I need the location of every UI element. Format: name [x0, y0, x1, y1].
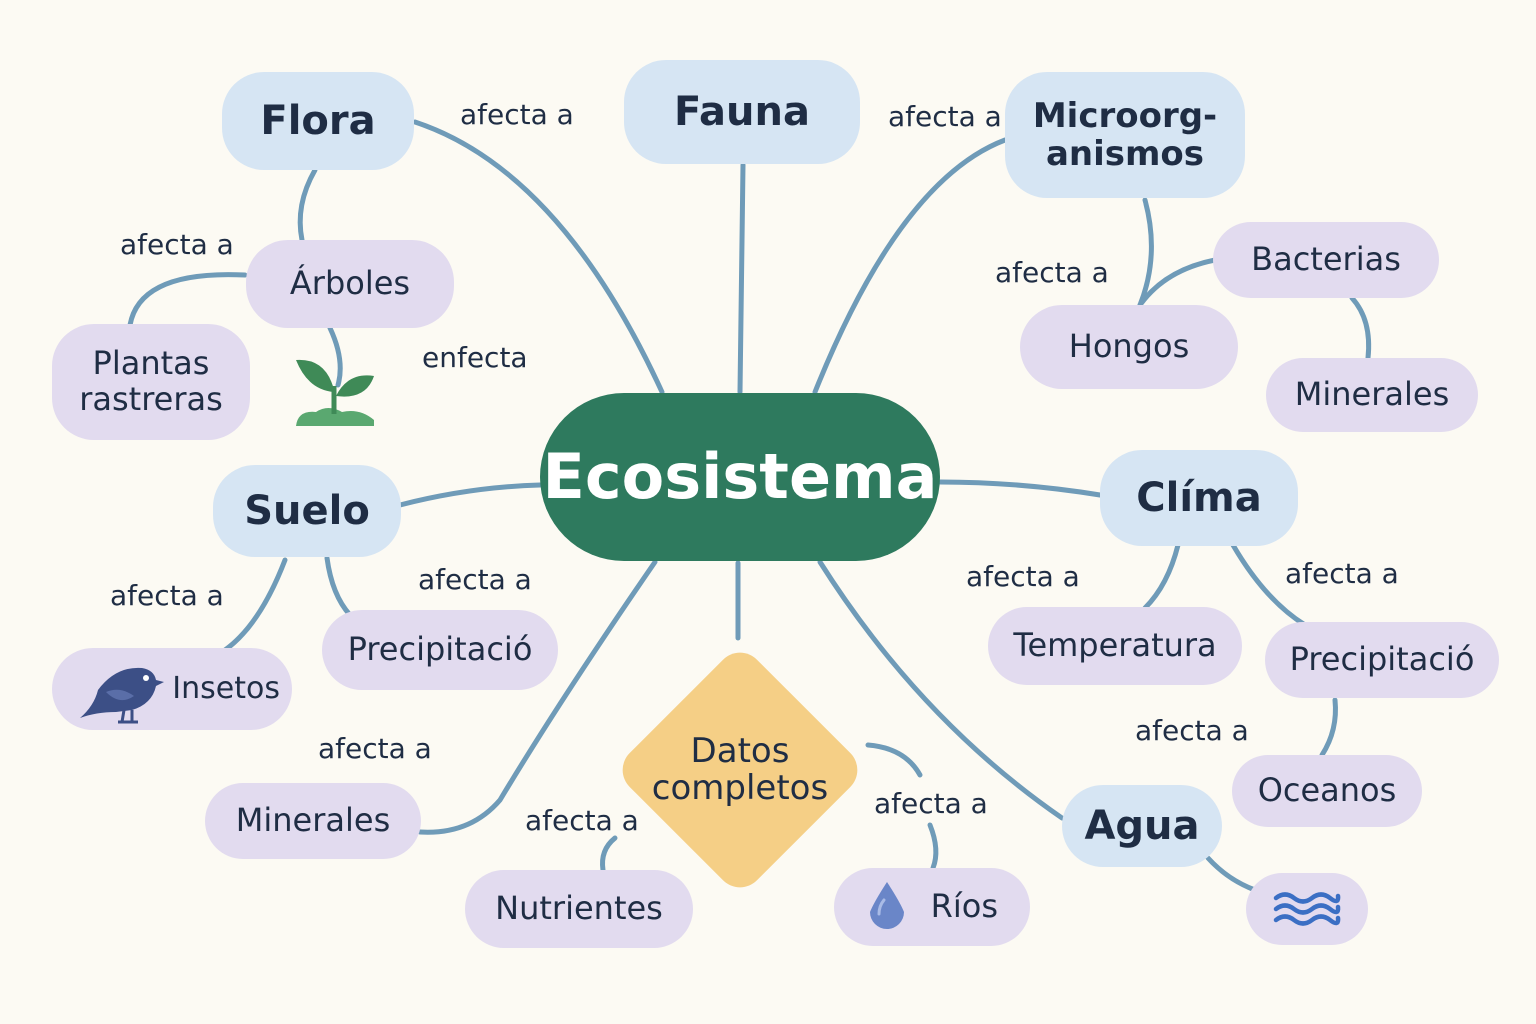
- node-rios-label: Ríos: [930, 887, 998, 926]
- node-clima[interactable]: Clíma: [1100, 450, 1298, 546]
- node-precipitacion-left[interactable]: Precipitació: [322, 610, 558, 690]
- node-precipitacion-left-label: Precipitació: [347, 630, 533, 669]
- node-fauna[interactable]: Fauna: [624, 60, 860, 164]
- node-flora-label: Flora: [260, 97, 376, 144]
- edge-label-oceanos: afecta a: [1135, 714, 1249, 747]
- node-oceanos[interactable]: Oceanos: [1232, 755, 1422, 827]
- edge-label-temperatura: afecta a: [966, 560, 1080, 593]
- node-minerales-right[interactable]: Minerales: [1266, 358, 1478, 432]
- node-clima-label: Clíma: [1136, 474, 1262, 521]
- node-bacterias[interactable]: Bacterias: [1213, 222, 1439, 298]
- node-microorganismos-label-2: anismos: [1045, 134, 1205, 174]
- node-precipitacion-right-label: Precipitació: [1289, 640, 1475, 679]
- node-minerales-right-label: Minerales: [1294, 375, 1450, 414]
- bird-icon: [80, 667, 164, 724]
- node-nutrientes[interactable]: Nutrientes: [465, 870, 693, 948]
- edge-label-precipitacion-left: afecta a: [418, 563, 532, 596]
- node-waves[interactable]: [1246, 873, 1368, 945]
- edge-label-hongos: afecta a: [995, 256, 1109, 289]
- node-agua[interactable]: Agua: [1062, 785, 1222, 867]
- node-rios[interactable]: Ríos: [834, 868, 1030, 946]
- node-hongos-label: Hongos: [1068, 327, 1190, 366]
- edge-label-nutrientes: afecta a: [525, 804, 639, 837]
- node-flora[interactable]: Flora: [222, 72, 414, 170]
- waves-icon: [1273, 892, 1341, 926]
- node-plantas-rastreras-label-2: rastreras: [79, 380, 223, 418]
- sprout-icon: [296, 359, 374, 426]
- node-arboles[interactable]: Árboles: [246, 240, 454, 328]
- node-ecosistema-label: Ecosistema: [542, 440, 938, 514]
- edge-label-precipitacion-right: afecta a: [1285, 557, 1399, 590]
- node-datos-completos-label-2: completos: [651, 768, 829, 808]
- node-microorganismos-label-1: Microorg-: [1032, 95, 1218, 136]
- edge-label-enfecta: enfecta: [422, 341, 528, 374]
- node-arboles-label: Árboles: [289, 264, 411, 303]
- edge-label-minerales-left: afecta a: [318, 732, 432, 765]
- node-temperatura[interactable]: Temperatura: [988, 607, 1242, 685]
- edge-label-flora: afecta a: [460, 98, 574, 131]
- node-minerales-left-label: Minerales: [235, 801, 391, 840]
- node-agua-label: Agua: [1084, 802, 1200, 849]
- edge-label-insetos: afecta a: [110, 579, 224, 612]
- node-nutrientes-label: Nutrientes: [495, 889, 663, 928]
- edge-label-arboles: afecta a: [120, 228, 234, 261]
- water-drop-icon: [870, 882, 904, 929]
- node-temperatura-label: Temperatura: [1013, 626, 1217, 665]
- edge-label-micro: afecta a: [888, 100, 1002, 133]
- node-plantas-rastreras-label-1: Plantas: [92, 344, 210, 383]
- node-insetos[interactable]: Insetos: [52, 648, 292, 730]
- node-bacterias-label: Bacterias: [1251, 240, 1401, 279]
- node-suelo[interactable]: Suelo: [213, 465, 401, 557]
- node-oceanos-label: Oceanos: [1257, 771, 1397, 810]
- node-minerales-left[interactable]: Minerales: [205, 783, 421, 859]
- node-plantas-rastreras[interactable]: Plantas rastreras: [52, 324, 250, 440]
- node-datos-completos-label-1: Datos: [690, 730, 790, 771]
- node-precipitacion-right[interactable]: Precipitació: [1265, 622, 1499, 698]
- node-suelo-label: Suelo: [244, 487, 370, 534]
- node-fauna-label: Fauna: [674, 88, 810, 135]
- node-ecosistema[interactable]: Ecosistema: [540, 393, 940, 561]
- node-insetos-label: Insetos: [172, 671, 280, 707]
- node-hongos[interactable]: Hongos: [1020, 305, 1238, 389]
- edge-label-rios: afecta a: [874, 787, 988, 820]
- node-microorganismos[interactable]: Microorg- anismos: [1005, 72, 1245, 198]
- node-datos-completos-text: Datos completos: [640, 700, 840, 840]
